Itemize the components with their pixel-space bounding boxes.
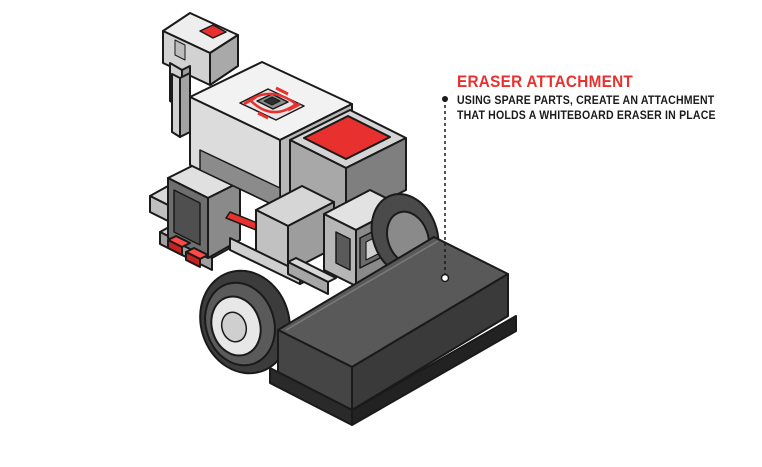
callout-title: ERASER ATTACHMENT bbox=[457, 72, 634, 91]
callout-line-2: THAT HOLDS A WHITEBOARD ERASER IN PLACE bbox=[457, 108, 716, 122]
callout-description: USING SPARE PARTS, CREATE AN ATTACHMENT … bbox=[457, 93, 716, 123]
leader-dot-top bbox=[442, 96, 448, 102]
front-wheel bbox=[199, 269, 291, 375]
callout-leader bbox=[440, 96, 450, 283]
sensor-logo-icon bbox=[199, 24, 227, 39]
callout-line-1: USING SPARE PARTS, CREATE AN ATTACHMENT bbox=[457, 93, 715, 107]
ev3-brick bbox=[171, 61, 407, 221]
red-pin-icon bbox=[167, 235, 209, 268]
leader-dot-bottom bbox=[440, 273, 450, 283]
chassis bbox=[229, 185, 403, 295]
eraser-attachment bbox=[269, 236, 517, 426]
screen-display bbox=[303, 115, 391, 160]
